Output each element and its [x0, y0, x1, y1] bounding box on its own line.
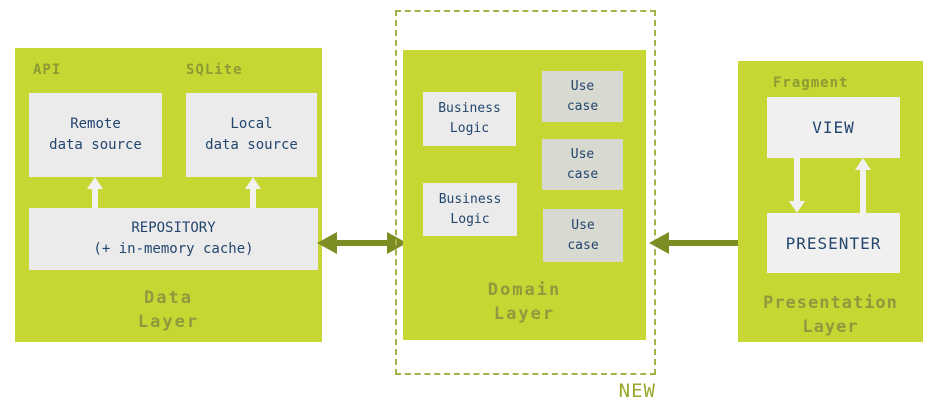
domain-presentation-double-arrow-icon [649, 231, 763, 255]
presenter-label: PRESENTER [785, 233, 882, 253]
use-case-node-2: Use case [542, 139, 623, 190]
sqlite-tag-label: SQLite [186, 62, 243, 78]
fragment-tag-label: Fragment [773, 75, 849, 91]
domain-layer-new-dashed-outline [395, 10, 656, 375]
new-annotation-label: NEW [618, 380, 656, 402]
domain-layer-title-line2: Layer [493, 304, 556, 324]
use-case-node-3: Use case [543, 209, 623, 262]
repository-node: REPOSITORY (+ in-memory cache) [29, 208, 318, 270]
presentation-layer-title-line2: Layer [802, 317, 859, 337]
data-layer-title-line2: Layer [137, 312, 200, 332]
presentation-layer-title-line1: Presentation [763, 293, 898, 313]
local-data-source-line1: Local [230, 116, 273, 132]
remote-data-source-node: Remote data source [29, 93, 162, 177]
view-to-presenter-down-arrow-icon [789, 158, 805, 213]
remote-data-source-line1: Remote [70, 116, 121, 132]
business-logic-1-line2: Logic [449, 121, 490, 136]
view-node: VIEW [767, 97, 900, 158]
business-logic-1-line1: Business [438, 101, 501, 116]
presentation-layer-panel: Fragment VIEW PRESENTER Presentation Lay… [738, 61, 923, 342]
view-label: VIEW [812, 118, 855, 137]
business-logic-2-line2: Logic [450, 211, 490, 227]
use-case-1-line2: case [566, 98, 599, 114]
local-data-source-node: Local data source [186, 93, 317, 177]
repo-to-remote-up-arrow-icon [87, 177, 103, 208]
repository-line1: REPOSITORY [131, 220, 216, 236]
presenter-to-view-up-arrow-icon [855, 158, 871, 213]
data-domain-double-arrow-icon [317, 231, 407, 255]
business-logic-node-2: Business Logic [423, 183, 517, 236]
use-case-2-line1: Use [570, 146, 595, 162]
local-data-source-line2: data source [205, 137, 298, 153]
use-case-3-line1: Use [571, 217, 595, 233]
presentation-layer-title: Presentation Layer [738, 291, 923, 339]
use-case-2-line2: case [566, 166, 599, 182]
domain-layer-title: Domain Layer [403, 278, 646, 326]
use-case-3-line2: case [567, 237, 599, 253]
data-layer-panel: API SQLite Remote data source Local data… [15, 48, 322, 342]
presenter-node: PRESENTER [767, 213, 900, 273]
domain-layer-title-line1: Domain [487, 280, 562, 300]
repository-line2: (+ in-memory cache) [93, 241, 254, 257]
remote-data-source-line2: data source [49, 137, 142, 153]
repo-to-local-up-arrow-icon [245, 177, 261, 208]
data-layer-title: Data Layer [15, 286, 322, 334]
use-case-1-line1: Use [570, 78, 595, 94]
business-logic-2-line1: Business [438, 191, 502, 207]
api-tag-label: API [33, 62, 62, 78]
business-logic-node-1: Business Logic [423, 92, 516, 146]
data-layer-title-line1: Data [144, 288, 193, 308]
use-case-node-1: Use case [542, 71, 623, 122]
domain-layer-panel: Business Logic Business Logic Use case U… [403, 50, 646, 340]
